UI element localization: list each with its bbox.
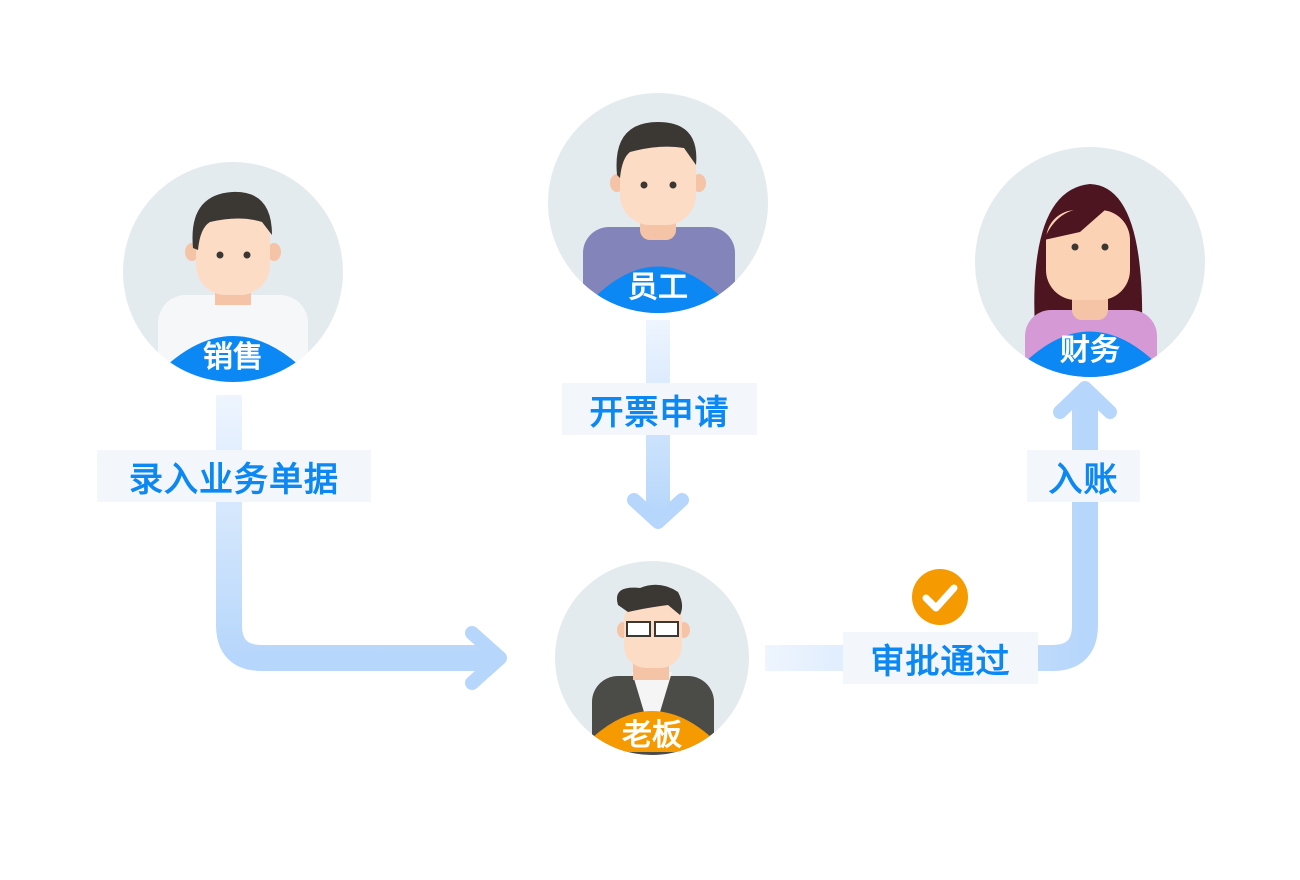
role-label-sales: 销售 [203, 340, 263, 375]
role-label-boss: 老板 [622, 718, 682, 753]
step-post-to-ledger: 入账 [1027, 450, 1140, 502]
role-label-finance: 财务 [1060, 333, 1120, 368]
employee-avatar [548, 93, 768, 313]
step-enter-documents: 录入业务单据 [97, 450, 371, 502]
step-invoice-request: 开票申请 [562, 383, 757, 435]
finance-avatar [975, 147, 1205, 377]
arrow-boss-to-finance [765, 381, 1117, 671]
step-approved: 审批通过 [843, 632, 1038, 684]
check-icon [912, 569, 968, 625]
role-label-employee: 员工 [628, 270, 688, 305]
sales-avatar [123, 162, 343, 382]
arrow-sales-to-boss [216, 395, 507, 690]
